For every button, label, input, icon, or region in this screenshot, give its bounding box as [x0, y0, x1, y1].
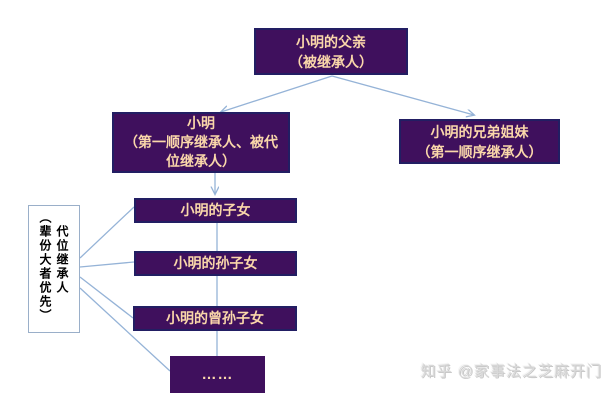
subrogation-heir-panel: 代位继承人 （辈份大者优先） — [28, 205, 80, 333]
arrow-father-to-siblings — [331, 75, 474, 115]
arrow-father-to-xiaoming — [221, 75, 333, 112]
zhihu-watermark: 知乎 @家事法之芝麻开门 — [420, 363, 602, 380]
node-children: 小明的子女 — [134, 198, 297, 223]
node-grandchildren: 小明的孙子女 — [134, 251, 297, 276]
node-ellipsis: …… — [170, 356, 265, 393]
line-panel-to-ellipsis — [79, 287, 171, 372]
node-great-grandchildren: 小明的曾孙子女 — [133, 306, 297, 331]
line-panel-to-grandchildren — [79, 261, 135, 268]
line-panel-to-children — [79, 206, 135, 259]
node-father: 小明的父亲 （被继承人） — [254, 28, 408, 75]
subrogation-heir-note: （辈份大者优先） — [38, 211, 52, 323]
line-panel-to-greatgrandchildren — [79, 276, 134, 319]
node-siblings: 小明的兄弟姐妹 （第一顺序继承人） — [399, 119, 560, 164]
subrogation-heir-label: 代位继承人 — [55, 225, 69, 295]
node-xiaoming: 小明 （第一顺序继承人、被代 位继承人） — [112, 112, 290, 173]
